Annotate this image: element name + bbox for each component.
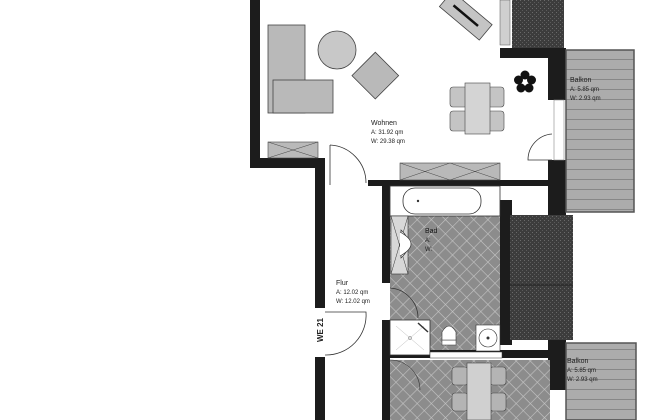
room-area-a: A: [425, 238, 431, 244]
room-name: Bad [425, 228, 438, 235]
label-bad: Bad A: W: [425, 228, 438, 253]
armchair [351, 51, 400, 100]
wall-bath-left-lower [382, 320, 390, 420]
room-name: Flur [336, 280, 349, 287]
tv-unit [438, 0, 493, 41]
shower-door [417, 322, 429, 333]
dining-chair [489, 392, 507, 412]
dining-set [449, 82, 505, 135]
plant-icon [514, 70, 536, 93]
wall-living-left [250, 0, 260, 168]
kitchen-counter [399, 162, 501, 181]
dining-chair [489, 366, 507, 386]
bath-sink [390, 215, 412, 275]
room-name: Wohnen [371, 120, 397, 127]
balcony-bottom [565, 342, 637, 420]
wall-right-upper [548, 50, 566, 100]
sofa-chaise [272, 79, 334, 114]
bathtub [389, 185, 501, 217]
round-table [317, 30, 357, 70]
wall-right-mid [548, 160, 566, 215]
room-area-w: W: [425, 247, 433, 253]
dining-chair [451, 392, 469, 412]
label-flur: Flur A: 12.02 qm W: 12.02 qm [336, 280, 370, 305]
bathtub-basin [402, 187, 482, 215]
wall-living-bottom-right [368, 180, 548, 186]
balcony-door-top [553, 99, 565, 161]
exterior-block-mid [510, 215, 573, 340]
wall-living-bottom-left [250, 158, 324, 168]
door-living-flur[interactable] [329, 144, 367, 185]
washing-machine [475, 324, 501, 352]
room-area-w: W: 12.02 qm [336, 299, 370, 305]
room-area-a: A: 5.85 qm [567, 368, 596, 374]
label-balkon-top: Balkon A: 5.85 qm W: 2.93 qm [570, 77, 601, 102]
dining-chair [451, 366, 469, 386]
door-entrance[interactable] [324, 311, 367, 356]
dining-table [466, 362, 492, 420]
radiator-left [267, 141, 319, 159]
wall-right-top-cap [500, 48, 566, 58]
dining-set-bottom [451, 362, 507, 420]
door-balcony-top[interactable] [527, 133, 553, 161]
room-area-a: A: 5.85 qm [570, 87, 599, 93]
shower [389, 319, 431, 356]
room-area-w: W: 29.38 qm [371, 139, 405, 145]
wall-bath-left [382, 183, 390, 283]
bath-shelf [429, 351, 503, 359]
dining-table [464, 82, 491, 135]
bathtub-drain [416, 199, 420, 203]
wall-flur-left [315, 158, 325, 308]
wall-top-stub [499, 0, 511, 46]
door-bottom-room[interactable] [389, 359, 421, 391]
room-area-w: W: 2.93 qm [570, 96, 601, 102]
room-area-a: A: 12.02 qm [336, 290, 368, 296]
room-area-w: W: 2.93 qm [567, 377, 598, 383]
room-name: Balkon [567, 358, 589, 365]
sofa-l-shaped [267, 24, 334, 114]
wall-bath-right [500, 200, 512, 345]
room-area-a: A: 31.92 qm [371, 130, 403, 136]
unit-label: WE 21 [316, 317, 325, 342]
wall-right-low [548, 340, 566, 390]
label-balkon-bottom: Balkon A: 5.85 qm W: 2.93 qm [567, 358, 598, 383]
exterior-block-top [512, 0, 564, 48]
label-wohnen: Wohnen A: 31.92 qm W: 29.38 qm [371, 120, 405, 145]
wall-flur-left-lower [315, 357, 325, 420]
balcony-top [565, 49, 635, 213]
toilet [441, 325, 457, 346]
room-name: Balkon [570, 77, 592, 84]
door-bath[interactable] [389, 287, 419, 319]
